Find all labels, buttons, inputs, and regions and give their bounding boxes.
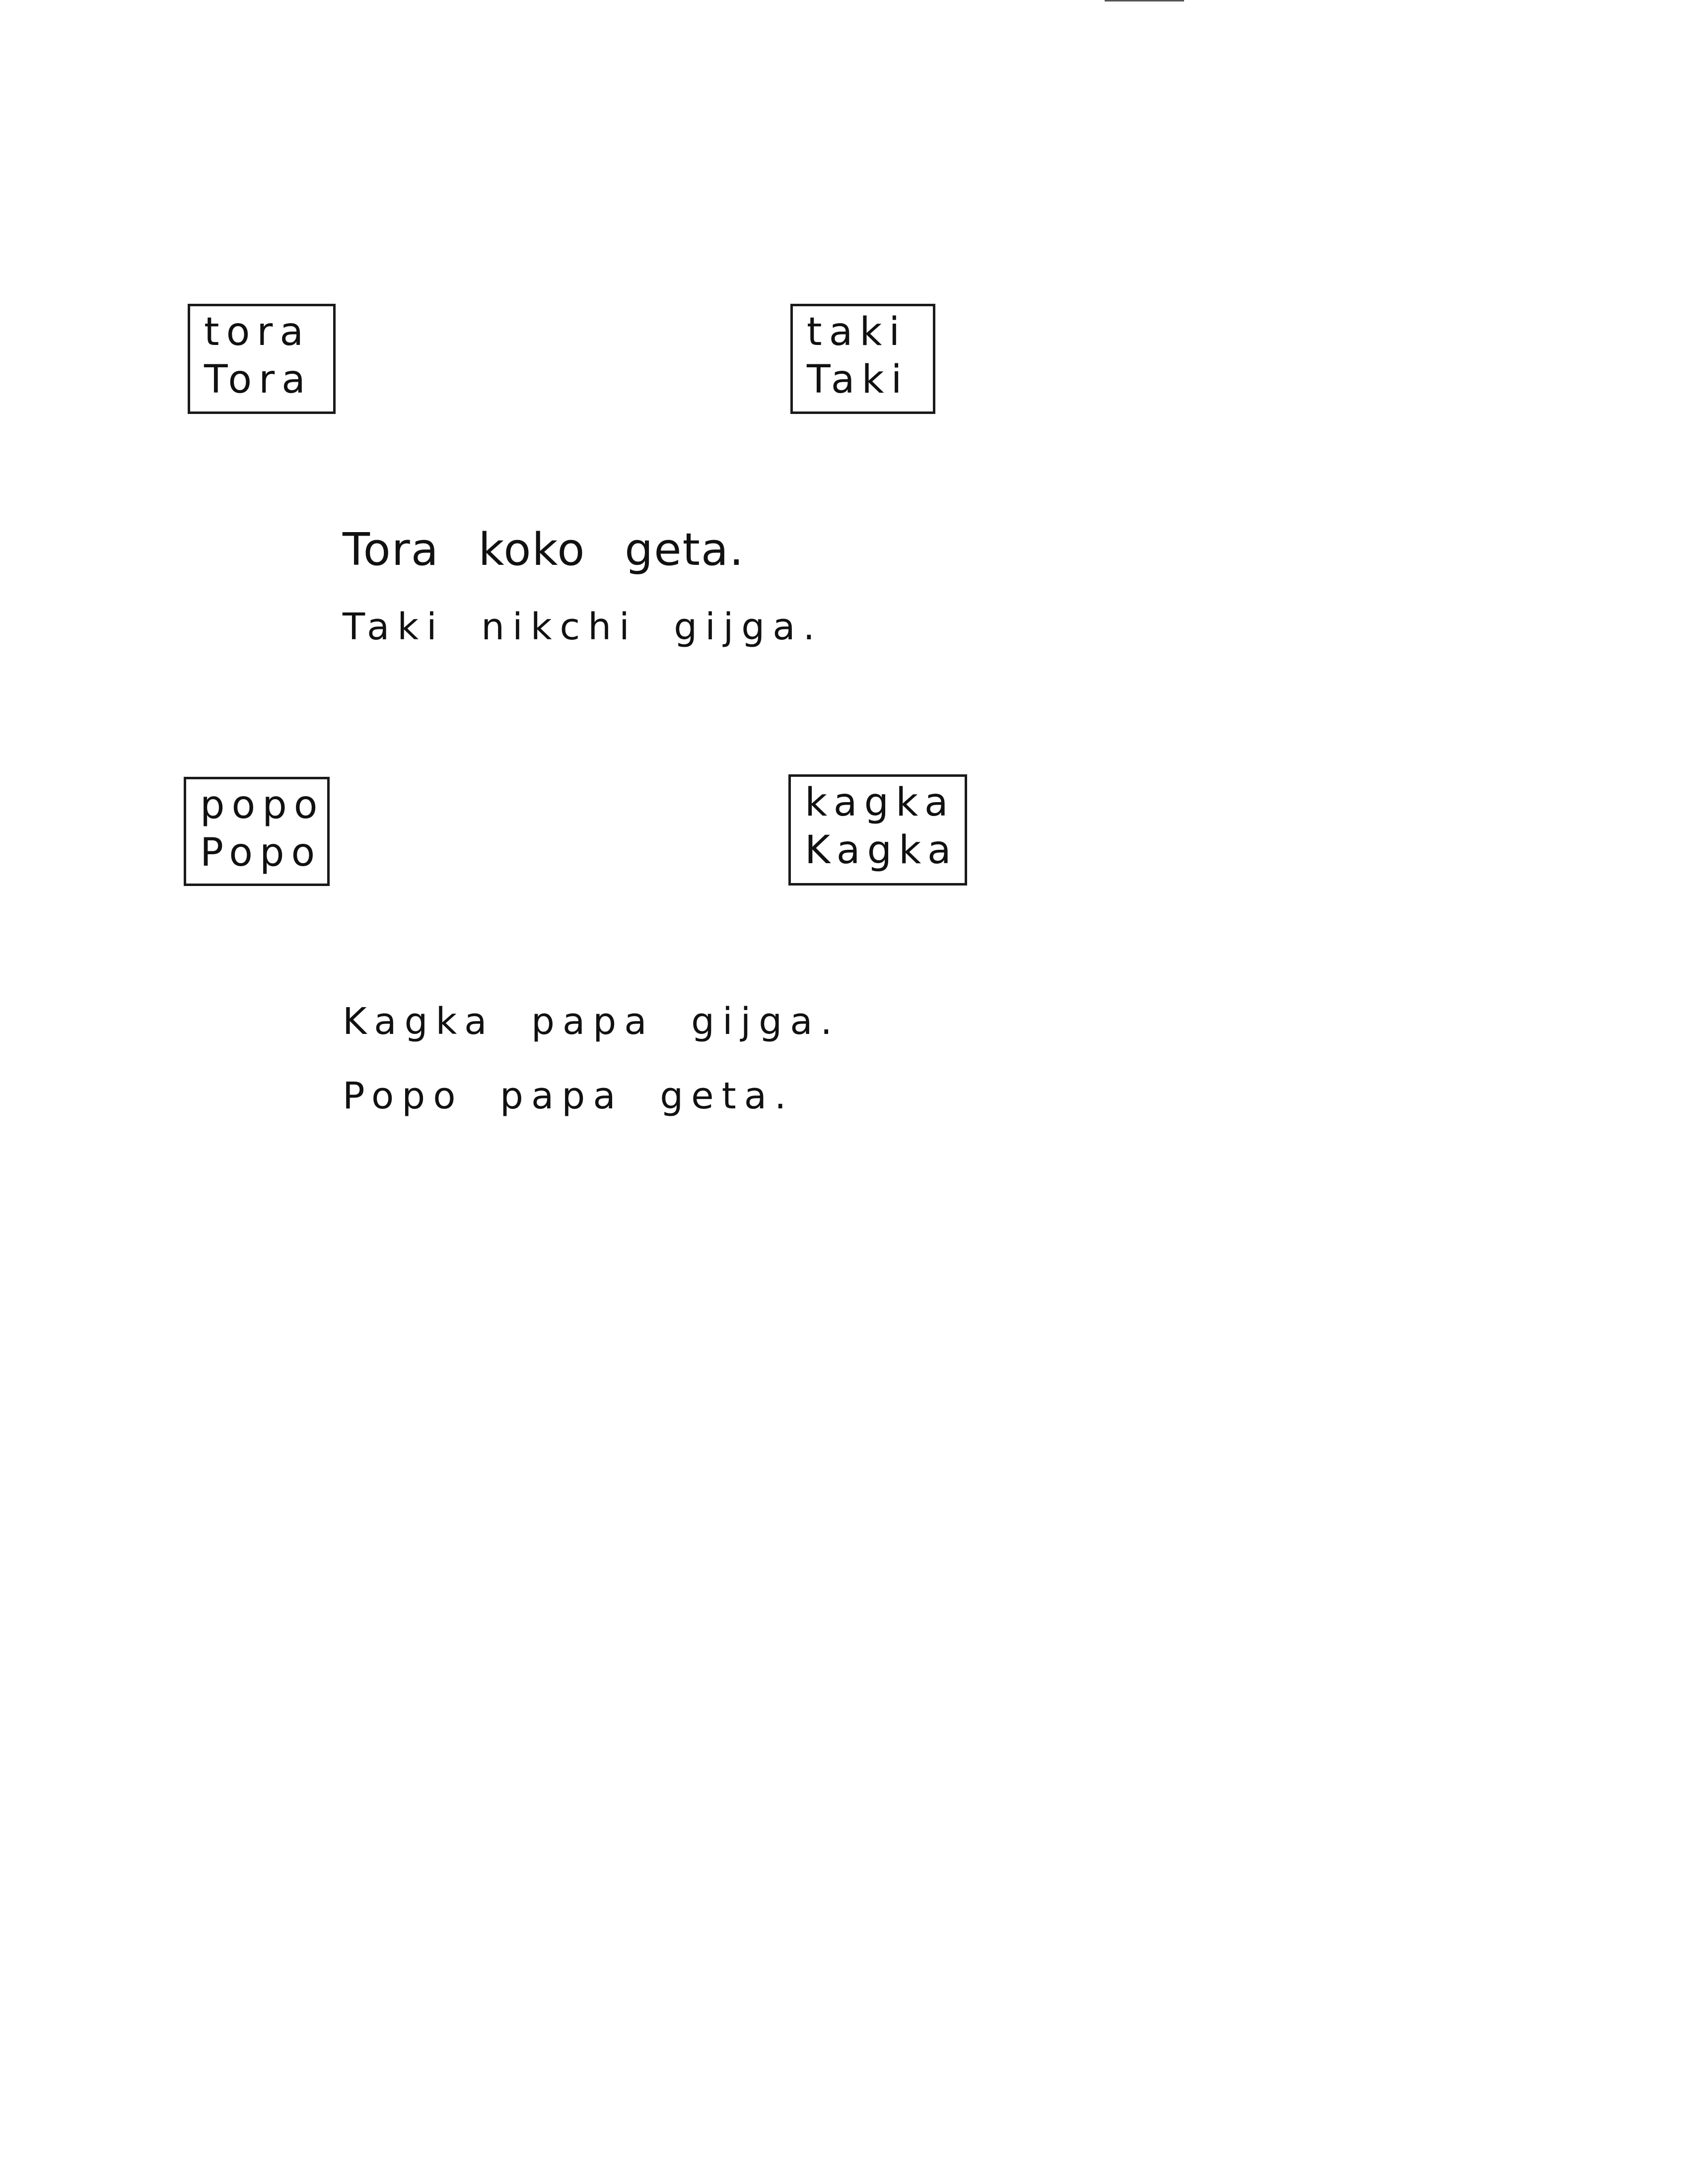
sentence-4: Popo papa geta. (343, 1075, 794, 1117)
scan-artifact-line (1105, 0, 1184, 1)
word-capitalized: Tora (204, 357, 312, 402)
sentence-3: Kagka papa gijga. (343, 1000, 841, 1043)
word-card-taki: taki Taki (790, 304, 935, 414)
word-capitalized: Kagka (805, 828, 958, 873)
word-card-popo: popo Popo (184, 777, 330, 886)
sentence-1: Tora koko geta. (343, 524, 745, 576)
word-lowercase: taki (807, 310, 907, 354)
word-capitalized: Popo (200, 830, 322, 875)
sentence-2: Taki nikchi gijga. (343, 606, 823, 648)
word-lowercase: tora (204, 310, 311, 354)
word-lowercase: popo (200, 783, 325, 827)
word-card-tora: tora Tora (188, 304, 336, 414)
word-capitalized: Taki (807, 357, 909, 402)
word-lowercase: kagka (805, 780, 955, 825)
word-card-kagka: kagka Kagka (788, 774, 967, 886)
